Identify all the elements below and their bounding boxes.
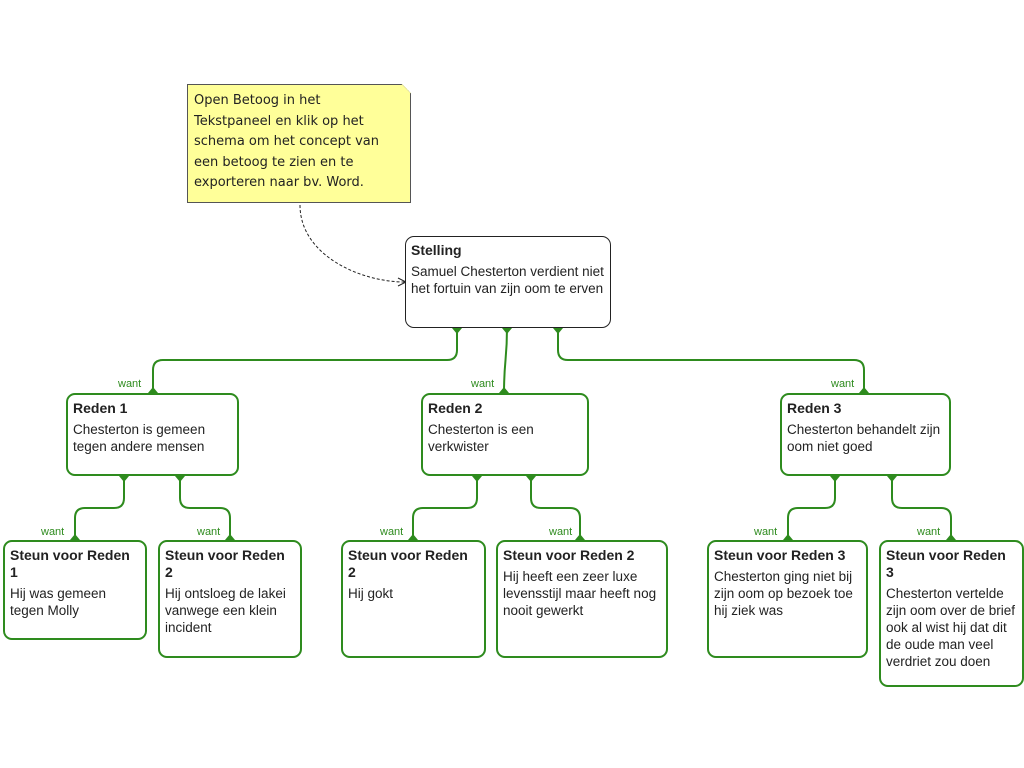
link-reason1-support1 xyxy=(74,476,125,540)
reason-text: Chesterton is een verkwister xyxy=(428,422,534,454)
note-line: schema om het concept van xyxy=(194,134,380,149)
link-anchor-bottom xyxy=(946,534,956,540)
support-box-2a[interactable]: Steun voor Reden 2 Hij gokt xyxy=(341,540,486,658)
link-anchor-top xyxy=(502,328,512,334)
note-pointer xyxy=(299,204,406,283)
link-anchor-bottom xyxy=(408,534,418,540)
reason-title: Reden 3 xyxy=(787,400,842,416)
support-text: Chesterton ging niet bij zijn oom op bez… xyxy=(714,569,853,618)
link-reason3-support2 xyxy=(891,476,952,540)
note-text: Open Betoog in het Tekstpaneel en klik o… xyxy=(194,91,400,194)
reason-text: Chesterton behandelt zijn oom niet goed xyxy=(787,422,941,454)
link-anchor-top xyxy=(119,476,129,482)
note-line: een betoog te zien en te xyxy=(194,154,354,170)
link-anchor-bottom xyxy=(575,534,585,540)
want-label: want xyxy=(917,526,941,538)
link-anchor-top xyxy=(526,476,536,482)
link-claim-reason2 xyxy=(503,327,508,394)
link-anchor-bottom xyxy=(859,387,869,393)
reason-title: Reden 1 xyxy=(73,400,128,416)
reason-box-2[interactable]: Reden 2 Chesterton is een verkwister xyxy=(421,393,589,476)
support-text: Hij gokt xyxy=(348,586,394,601)
want-label: want xyxy=(380,526,404,538)
want-label: want xyxy=(754,526,778,538)
link-anchor-bottom xyxy=(783,534,793,540)
support-box-1a[interactable]: Steun voor Reden 1 Hij was gemeen tegen … xyxy=(3,540,147,640)
support-title: Steun voor Reden 2 xyxy=(348,547,468,580)
support-title: Steun voor Reden 1 xyxy=(10,547,130,580)
support-box-1b[interactable]: Steun voor Reden 2 Hij ontsloeg de lakei… xyxy=(158,540,302,658)
link-anchor-top xyxy=(830,476,840,482)
want-label: want xyxy=(197,526,221,538)
claim-text: Samuel Chesterton verdient niet het fort… xyxy=(411,264,604,296)
link-anchor-bottom xyxy=(148,387,158,393)
want-label: want xyxy=(471,378,495,390)
link-anchor-bottom xyxy=(499,387,509,393)
want-label: want xyxy=(118,378,142,390)
support-box-2b[interactable]: Steun voor Reden 2 Hij heeft een zeer lu… xyxy=(496,540,668,658)
support-title: Steun voor Reden 2 xyxy=(503,547,635,563)
link-claim-reason3 xyxy=(557,328,865,393)
want-label: want xyxy=(831,378,855,390)
reason-title: Reden 2 xyxy=(428,400,483,416)
support-text: Hij heeft een zeer luxe levensstijl maar… xyxy=(503,569,657,618)
link-anchor-top xyxy=(452,328,462,334)
reason-text: Chesterton is gemeen tegen andere mensen xyxy=(73,422,206,454)
link-anchor-top xyxy=(887,476,897,482)
support-box-3b[interactable]: Steun voor Reden 3 Chesterton vertelde z… xyxy=(879,540,1024,687)
want-label: want xyxy=(549,526,573,538)
note-line: Tekstpaneel en klik op het xyxy=(194,113,364,129)
link-claim-reason1 xyxy=(152,328,458,393)
claim-box[interactable]: Stelling Samuel Chesterton verdient niet… xyxy=(405,236,611,328)
instruction-note[interactable]: Open Betoog in het Tekstpaneel en klik o… xyxy=(187,84,411,203)
support-title: Steun voor Reden 3 xyxy=(886,547,1006,580)
link-reason2-support2 xyxy=(530,476,581,540)
link-anchor-top xyxy=(472,476,482,482)
link-anchor-bottom xyxy=(70,534,80,540)
link-anchor-bottom xyxy=(225,534,235,540)
link-reason3-support1 xyxy=(787,476,836,540)
support-text: Chesterton vertelde zijn oom over de bri… xyxy=(886,586,1016,669)
link-anchor-top xyxy=(553,328,563,334)
link-reason1-support2 xyxy=(179,476,231,540)
link-anchor-top xyxy=(175,476,185,482)
reason-box-3[interactable]: Reden 3 Chesterton behandelt zijn oom ni… xyxy=(780,393,951,476)
support-title: Steun voor Reden 2 xyxy=(165,547,285,580)
support-text: Hij was gemeen tegen Molly xyxy=(10,586,107,618)
claim-title: Stelling xyxy=(411,242,462,258)
link-reason2-support1 xyxy=(412,476,478,540)
support-title: Steun voor Reden 3 xyxy=(714,547,846,563)
reason-box-1[interactable]: Reden 1 Chesterton is gemeen tegen ander… xyxy=(66,393,239,476)
note-line: exporteren naar bv. Word. xyxy=(194,175,364,190)
support-text: Hij ontsloeg de lakei vanwege een klein … xyxy=(165,586,286,635)
note-line: Open Betoog in het xyxy=(194,93,321,108)
support-box-3a[interactable]: Steun voor Reden 3 Chesterton ging niet … xyxy=(707,540,868,658)
want-label: want xyxy=(41,526,65,538)
